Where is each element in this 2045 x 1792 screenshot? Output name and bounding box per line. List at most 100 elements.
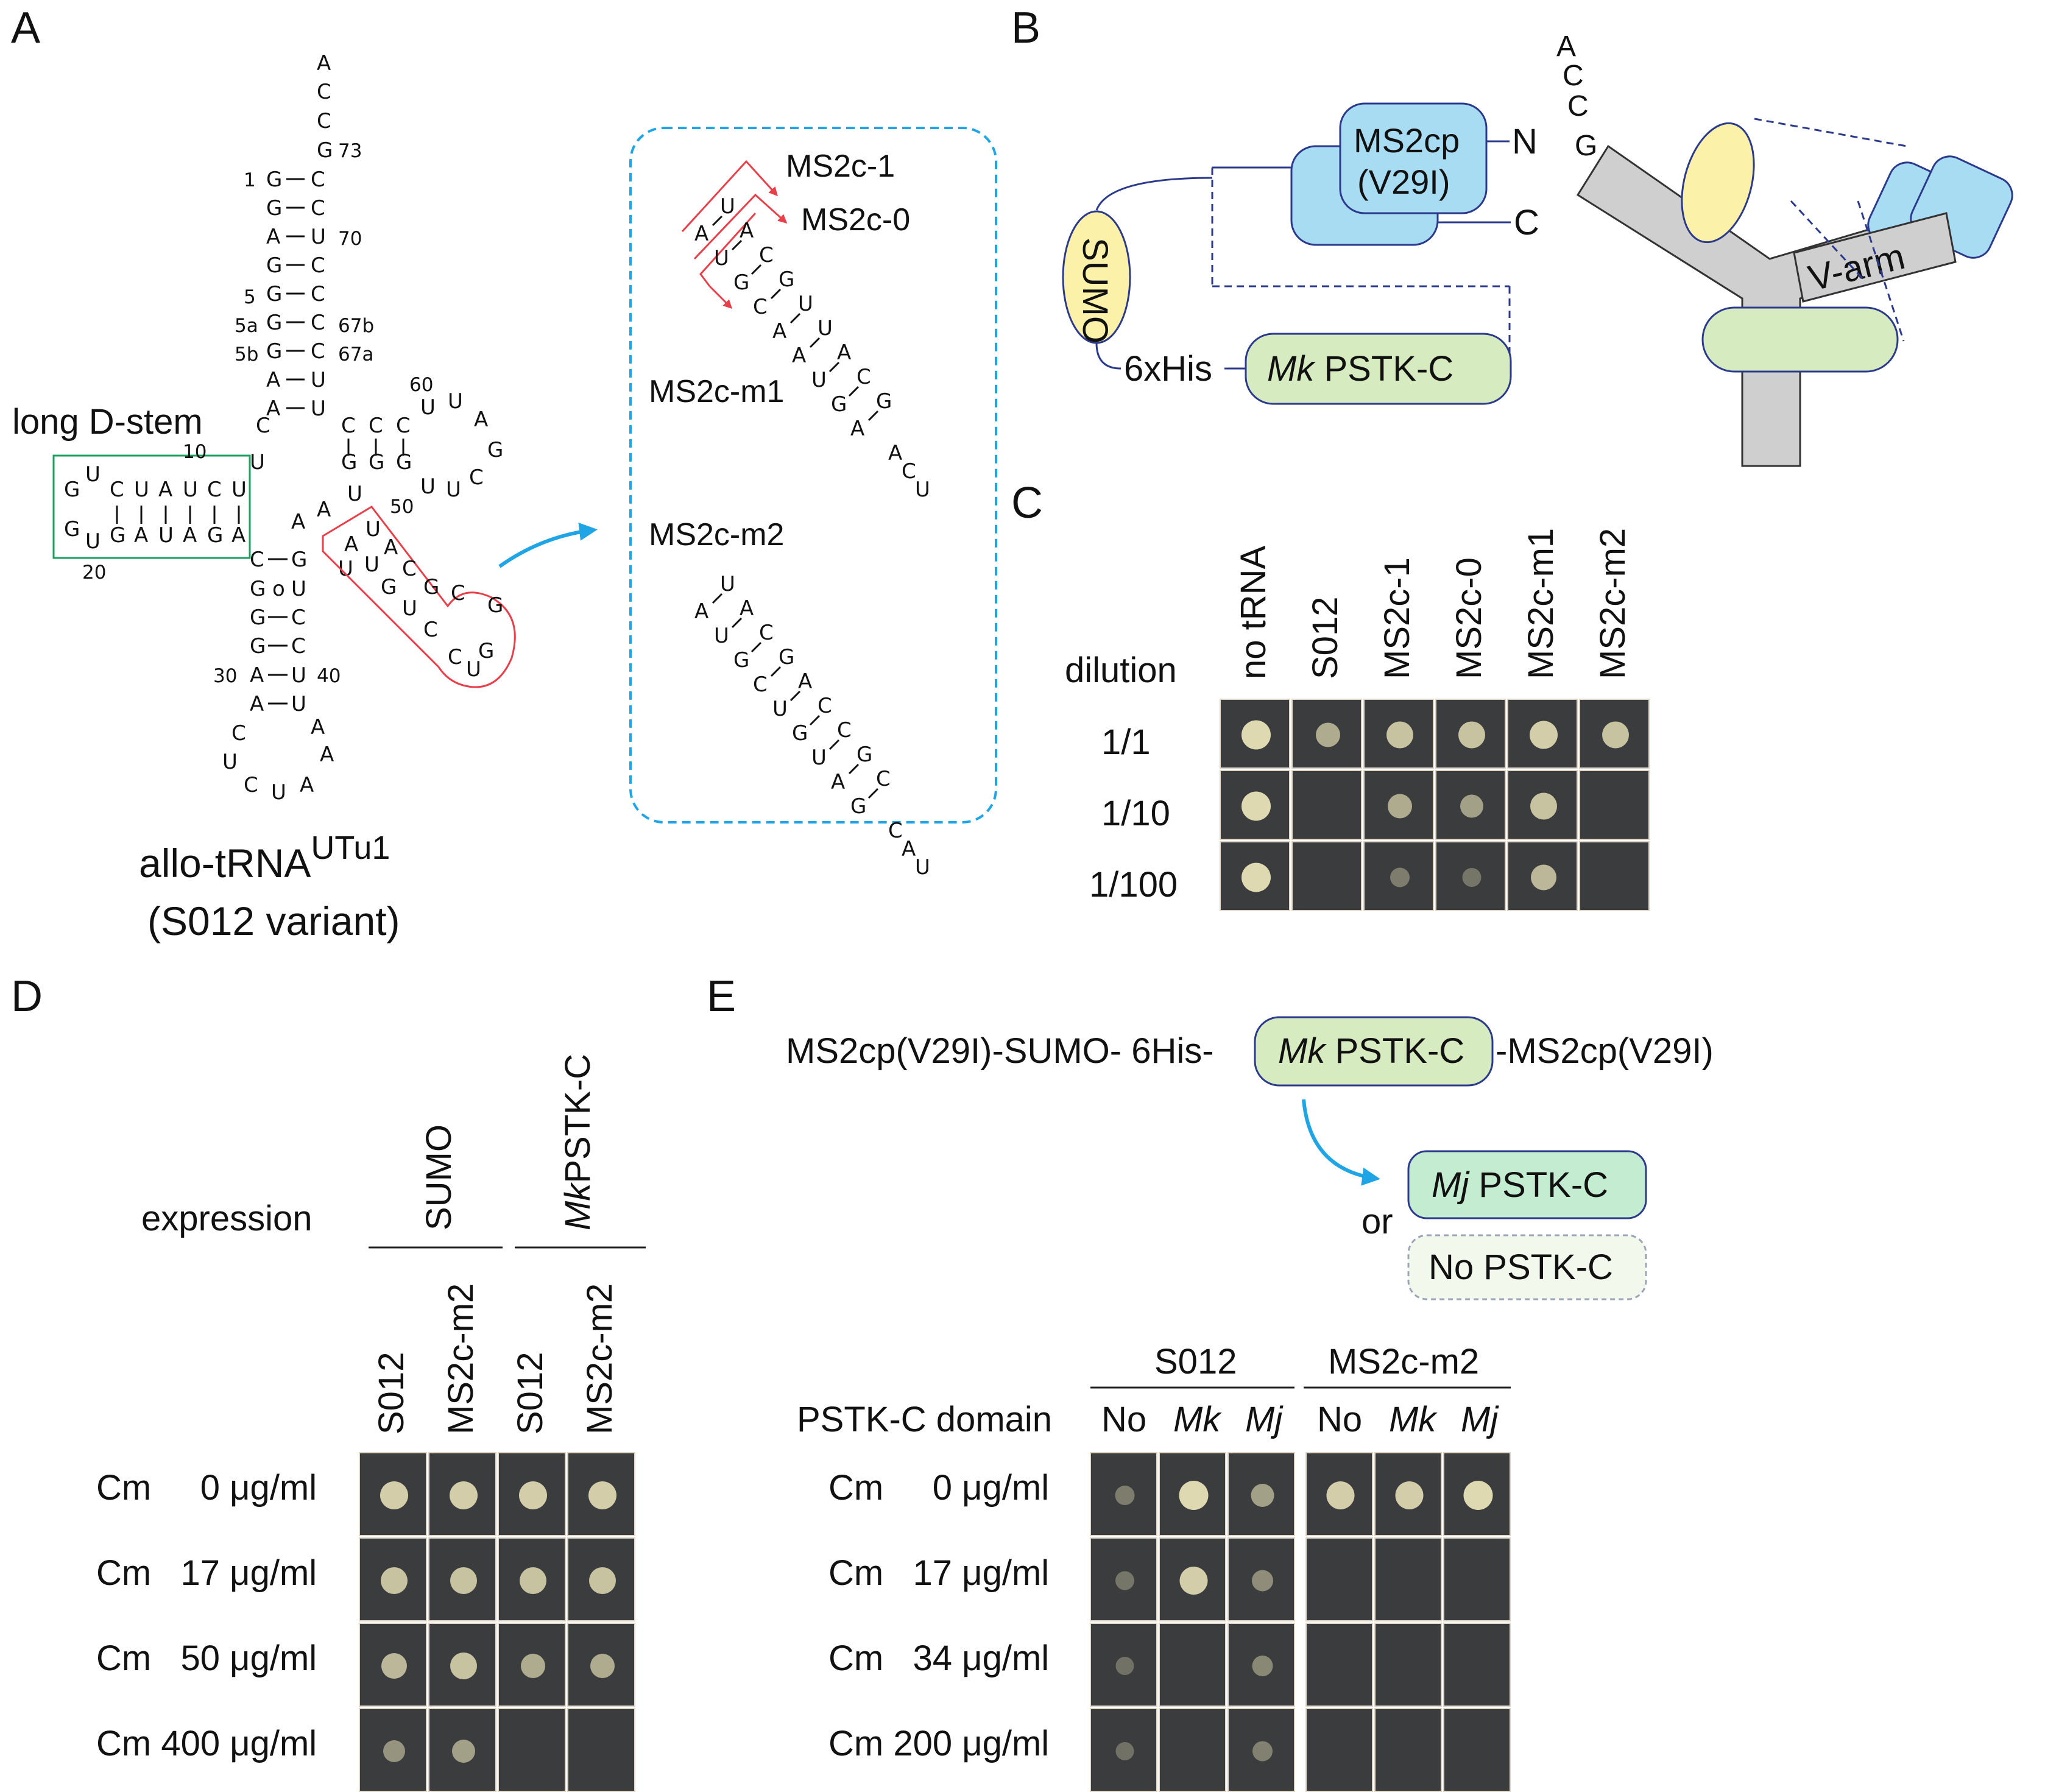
num-20: 20 [82,562,106,584]
acceptor-g73: G [317,138,333,163]
hairpin-loop-nt: C [902,459,916,484]
hairpin-nt: G [733,270,749,295]
colony-spot [1531,864,1556,891]
colony-spot [380,1481,408,1509]
colony-spot [1252,1741,1273,1762]
acceptor-c2: C [317,109,331,133]
svg-text:U: U [366,517,381,541]
plate-c-row: 1/1 [1101,722,1151,762]
svg-text:C: C [291,634,306,658]
plate-cell [1159,1708,1226,1792]
plate-cell [1090,1708,1157,1792]
plate-cell [1374,1623,1442,1707]
plate-cell [1363,841,1434,911]
sumo-label: SUMO [1075,238,1115,344]
svg-text:G: G [110,523,125,548]
construct-mk-pstk: Mk PSTK-C [1278,1031,1464,1071]
colony-spot [590,1654,615,1678]
num-60: 60 [409,374,433,396]
hairpin-bond [712,593,723,604]
svg-text:C: C [1567,90,1589,122]
plate-cell [1090,1537,1157,1621]
plate-cell [1305,1623,1373,1707]
stem-left-nt: A [266,225,280,249]
hairpin-bond [867,788,879,799]
stem-left-nt: G [266,339,282,364]
hairpin-bond [751,641,762,653]
construct-left: MS2cp(V29I)-SUMO- 6His- [786,1031,1214,1071]
plate-cell [1090,1623,1157,1707]
svg-text:A: A [134,523,148,548]
ms2-candidate-box: MS2c-1 MS2c-0 MS2c-m1 MS2c-m2 AUUAGCCGAU… [629,127,997,880]
stem-right-nt: C [311,253,325,278]
colony-spot [1316,722,1340,747]
num-50: 50 [390,496,414,518]
svg-text:U: U [347,482,362,506]
mj-pstk-label: Mj PSTK-C [1432,1165,1608,1205]
plate-cell [1090,1452,1157,1536]
colony-spot [521,1654,545,1678]
svg-text:U: U [291,577,306,601]
colony-spot [1386,721,1413,749]
plate-cell [498,1708,566,1792]
svg-text:C: C [448,645,462,669]
hairpin-nt: U [720,572,735,596]
group-ms2cm2: MS2c-m2 [1328,1342,1479,1381]
svg-text:A: A [317,498,331,522]
group-s012: S012 [1154,1342,1237,1381]
colony-spot [1326,1481,1355,1509]
hairpin-loop-nt: A [888,441,902,465]
hairpin-bond [731,239,743,251]
plate-e-row: Cm 0 μg/ml [828,1468,1049,1508]
stem-right-nt: U [311,397,326,421]
colony-spot [1179,1567,1208,1595]
hairpin-nt: U [811,746,827,770]
colony-spot [1530,721,1558,749]
plate-d-row: Cm 400 μg/ml [96,1724,317,1763]
dilution-label: dilution [1065,651,1177,690]
hairpin-nt: A [837,340,851,365]
svg-text:A: A [183,523,197,548]
svg-text:U: U [85,462,101,487]
hairpin-bond [867,410,879,422]
colony-spot [588,1481,616,1509]
svg-text:U: U [291,663,306,688]
svg-text:U: U [158,523,174,548]
num-40: 40 [317,665,341,687]
d-stem-box [52,454,251,559]
stem-right-nt: C [311,168,325,192]
domain-label: PSTK-C domain [797,1400,1052,1439]
stem-left-nt: G [266,282,282,306]
panel-label-e: E [707,972,736,1021]
stem-left-nt: A [266,368,280,392]
hairpin-nt: C [753,672,768,697]
hairpin-nt: C [818,694,832,718]
colony-spot [1241,791,1271,821]
hairpin-bond [770,666,782,677]
svg-text:A: A [320,743,334,767]
plate-cell [1374,1537,1442,1621]
plate-c-row: 1/10 [1101,794,1170,833]
plate-cell [1443,1708,1511,1792]
ms2c-m2-label: MS2c-m2 [649,517,784,552]
svg-text:G: G [207,523,223,548]
hairpin-nt: U [811,368,827,392]
svg-text:C: C [256,414,270,438]
colony-spot [1463,1481,1493,1510]
svg-text:C: C [396,414,411,438]
hairpin-nt: C [837,718,852,743]
panel-label-d: D [11,972,43,1021]
panel-label-b: B [1011,4,1040,52]
colony-spot [383,1740,405,1762]
colony-spot [1241,862,1271,892]
hairpin-bond [731,617,743,629]
v29i-label: (V29I) [1357,163,1450,201]
plate-c-column: MS2c-0 [1449,557,1489,679]
colony-spot [1241,720,1271,750]
hairpin-nt: G [831,392,847,417]
colony-spot [1115,1657,1134,1675]
sumo-group-label: SUMO [419,1124,459,1230]
hairpin-bond [712,215,723,227]
hairpin-bond [828,739,840,750]
